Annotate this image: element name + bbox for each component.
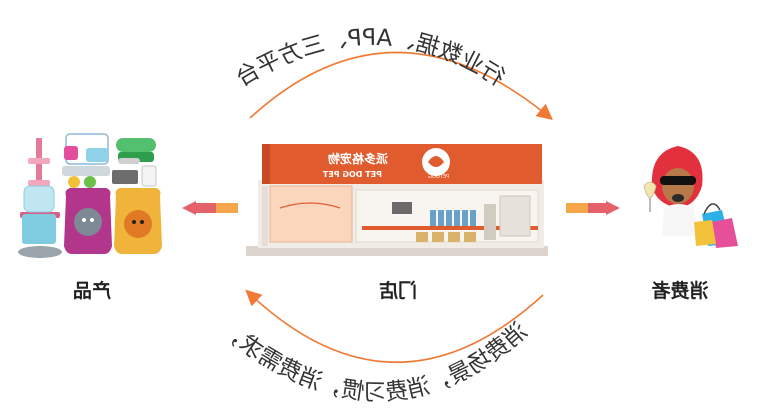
top-flow-arc <box>249 51 553 121</box>
store-label: 门店 <box>379 280 418 302</box>
products-illustration <box>18 133 162 258</box>
top-arc-text: 行业数据、APP、三方平台 <box>232 25 509 92</box>
store-sign-name-cn: 派多格宠物 <box>328 151 388 166</box>
bottom-flow-arc <box>245 289 544 364</box>
bottom-arc-text: 消费场景，消费习惯，消费需求， <box>216 317 533 406</box>
right-link-arrow <box>566 201 620 215</box>
products-label: 产品 <box>73 280 112 302</box>
store-sign-name-en: PET DOG PET <box>322 170 382 179</box>
consumer-label: 消费者 <box>651 280 709 302</box>
left-link-arrow <box>182 201 238 215</box>
consumer-illustration <box>643 146 738 248</box>
store-illustration <box>246 144 548 256</box>
store-sign <box>262 144 542 184</box>
store-logo-text: PETDOG <box>428 174 449 180</box>
